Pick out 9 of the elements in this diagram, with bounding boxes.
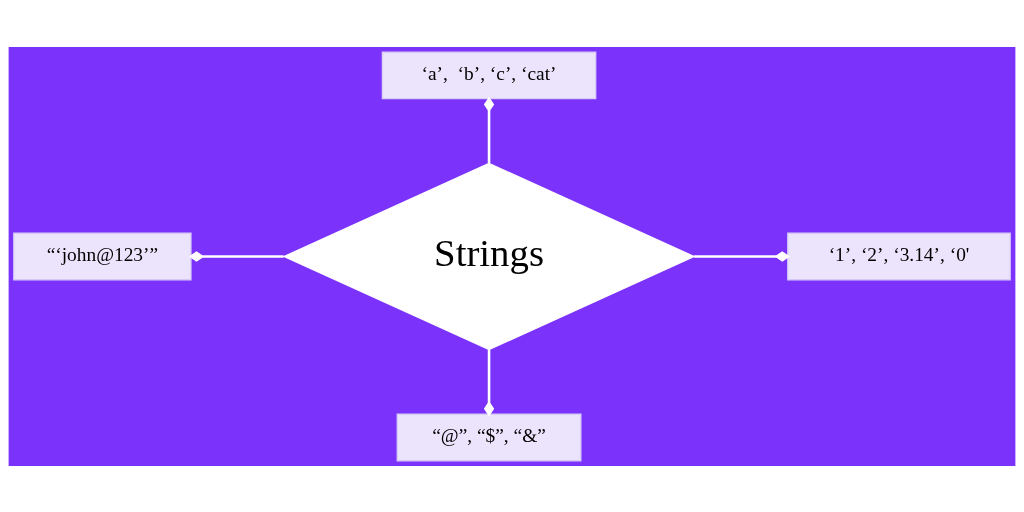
connector [483,349,495,416]
connector [483,96,495,163]
node-box: “@”, “$”, “&” [396,413,582,461]
node-box: ‘a’, ‘b’, ‘c’, ‘cat’ [381,51,597,99]
node-box: ‘1’, ‘2’, ‘3.14’, ‘0' [787,232,1011,280]
node-diamond: Strings [282,162,696,350]
node-box: “‘john@123’” [13,232,192,280]
connector [694,250,791,262]
connector [188,250,284,262]
